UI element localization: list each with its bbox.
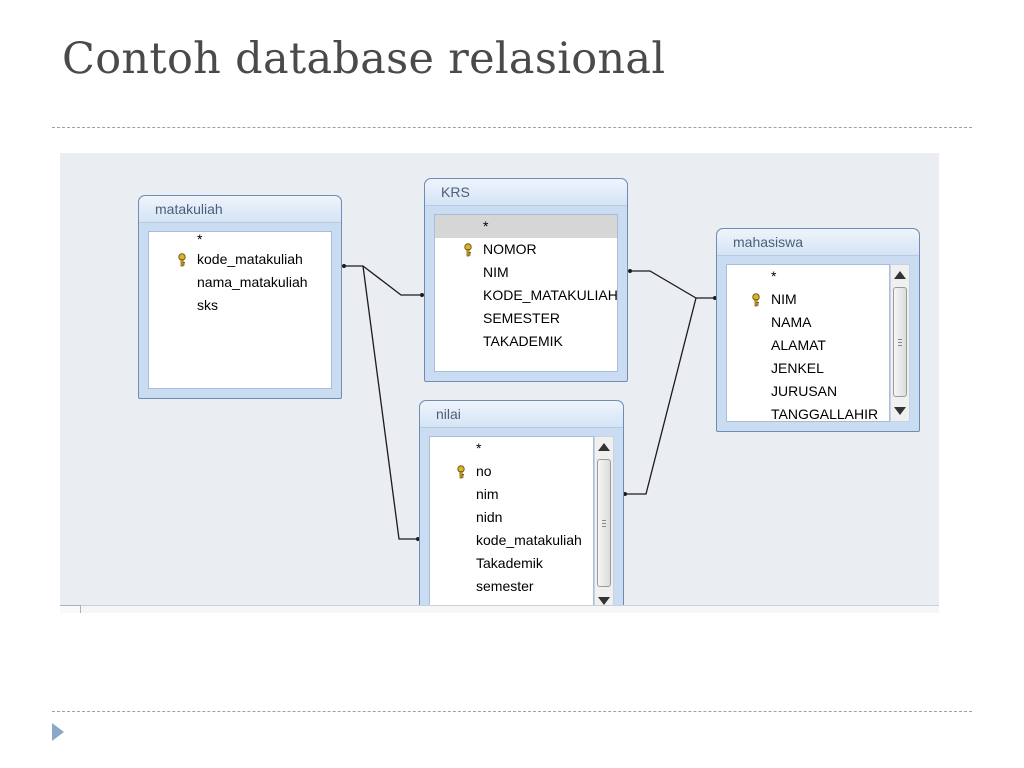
- field-row[interactable]: KODE_MATAKULIAH: [483, 287, 618, 303]
- field-list[interactable]: * NOMOR NIM KODE_MATAKULIAH SEMESTER TAK…: [434, 214, 618, 372]
- field-row[interactable]: ALAMAT: [771, 337, 826, 353]
- table-title[interactable]: KRS: [425, 179, 627, 206]
- field-row[interactable]: kode_matakuliah: [476, 532, 582, 548]
- relationships-canvas: matakuliah * kode_matakuliah nama_mataku…: [60, 153, 939, 613]
- field-name: NIM: [771, 291, 797, 307]
- field-row[interactable]: NIM: [727, 288, 889, 311]
- vertical-scrollbar[interactable]: [594, 436, 614, 612]
- table-matakuliah[interactable]: matakuliah * kode_matakuliah nama_mataku…: [138, 195, 342, 399]
- field-row[interactable]: NIM: [483, 264, 509, 280]
- field-row[interactable]: no: [430, 460, 593, 483]
- field-list[interactable]: * NIM NAMA ALAMAT JENKEL JURUSAN TANGGAL…: [726, 264, 890, 422]
- triangle-right-icon: [52, 723, 64, 741]
- field-list[interactable]: * no nim nidn kode_matakuliah Takademik …: [429, 436, 594, 612]
- field-list[interactable]: * kode_matakuliah nama_matakuliah sks: [148, 231, 332, 389]
- field-row[interactable]: JURUSAN: [771, 383, 838, 399]
- scrollbar-thumb[interactable]: [597, 459, 611, 587]
- key-icon: [464, 243, 472, 257]
- canvas-horizontal-scroll-area[interactable]: [60, 605, 939, 613]
- relationship-lines: [342, 264, 717, 541]
- slide-title: Contoh database relasional: [62, 34, 666, 84]
- table-title[interactable]: nilai: [420, 401, 623, 428]
- canvas-scroll-corner: [60, 605, 81, 613]
- table-title[interactable]: mahasiswa: [717, 229, 919, 256]
- field-row[interactable]: sks: [197, 297, 218, 313]
- field-row[interactable]: JENKEL: [771, 360, 824, 376]
- scroll-up-arrow-icon[interactable]: [598, 443, 610, 451]
- vertical-scrollbar[interactable]: [890, 264, 910, 422]
- field-row[interactable]: nidn: [476, 509, 503, 525]
- field-row[interactable]: NOMOR: [435, 238, 617, 261]
- relationship-line-krs-mahasiswa: [629, 270, 716, 299]
- field-row[interactable]: nama_matakuliah: [197, 274, 308, 290]
- scroll-up-arrow-icon[interactable]: [894, 271, 906, 279]
- scroll-down-arrow-icon[interactable]: [598, 597, 610, 605]
- relationship-line-matakuliah-krs: [343, 265, 423, 296]
- scrollbar-thumb[interactable]: [893, 287, 907, 397]
- field-all[interactable]: *: [476, 440, 482, 456]
- relationship-line-matakuliah-nilai: [362, 265, 419, 540]
- table-mahasiswa[interactable]: mahasiswa * NIM NAMA ALAMAT JENKEL JURUS…: [716, 228, 920, 432]
- table-title[interactable]: matakuliah: [139, 196, 341, 223]
- key-icon: [457, 465, 465, 479]
- field-row[interactable]: semester: [476, 578, 534, 594]
- field-row[interactable]: kode_matakuliah: [149, 248, 331, 271]
- field-row[interactable]: TAKADEMIK: [483, 333, 563, 349]
- field-row[interactable]: TANGGALLAHIR: [771, 406, 879, 422]
- field-all[interactable]: *: [771, 268, 777, 284]
- key-icon: [178, 253, 186, 267]
- field-name: kode_matakuliah: [197, 251, 303, 267]
- relationship-line-nilai-mahasiswa: [624, 297, 697, 495]
- field-row[interactable]: NAMA: [771, 314, 812, 330]
- title-divider: [52, 127, 972, 128]
- field-row[interactable]: nim: [476, 486, 499, 502]
- field-all[interactable]: *: [435, 215, 617, 238]
- field-row[interactable]: SEMESTER: [483, 310, 561, 326]
- scroll-down-arrow-icon[interactable]: [894, 407, 906, 415]
- field-row[interactable]: Takademik: [476, 555, 543, 571]
- field-name: NOMOR: [483, 241, 537, 257]
- footer-divider: [52, 711, 972, 712]
- field-name: no: [476, 463, 492, 479]
- key-icon: [752, 293, 760, 307]
- field-all[interactable]: *: [197, 231, 203, 247]
- table-krs[interactable]: KRS * NOMOR NIM KODE_MATAKULIAH SEMESTER…: [424, 178, 628, 382]
- table-nilai[interactable]: nilai * no nim nidn kode_matakuliah Taka…: [419, 400, 624, 613]
